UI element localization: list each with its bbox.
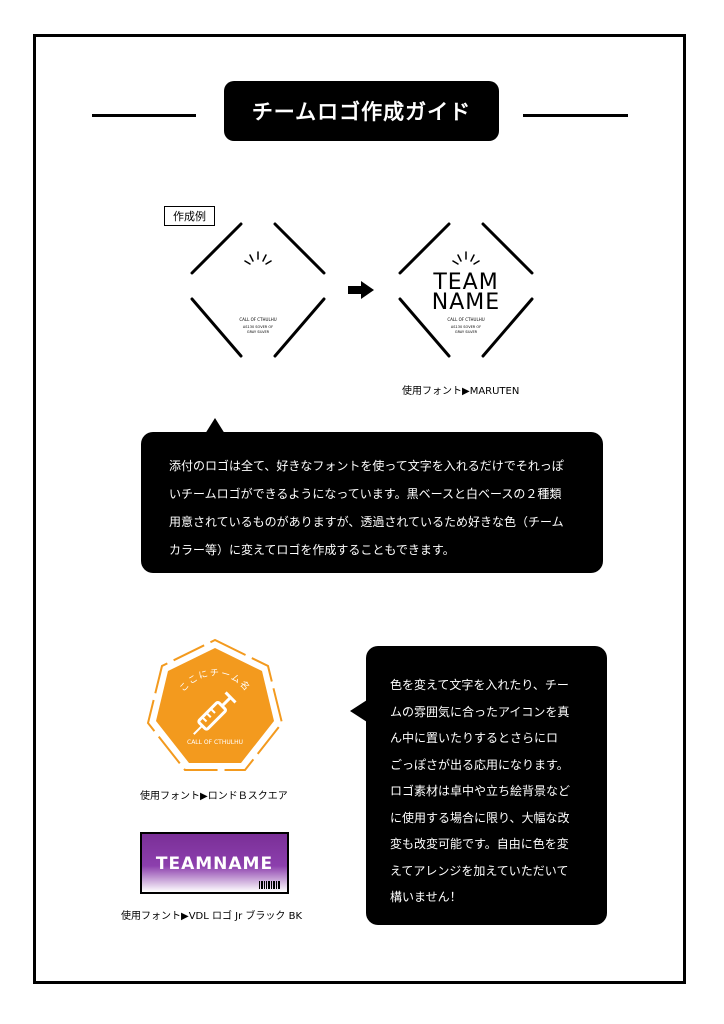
logo-small-text: CALL OF CTHULHU <box>239 317 276 322</box>
example-tag: 作成例 <box>164 206 215 226</box>
rondo-font-caption: 使用フォント▶ロンドＢスクエア <box>140 791 288 802</box>
orange-heptagon-logo: ここにチーム名 CALL OF CTHULHU <box>146 638 284 771</box>
page-title: チームロゴ作成ガイド <box>224 81 499 141</box>
bubble2-line: に使用する場合に限り、大幅な改 <box>390 810 570 825</box>
purple-logo-name: TEAMNAME <box>155 854 274 874</box>
team-logo-diamond: TEAM NAME CALL OF CTHULHU AS130 SOVER OF… <box>398 222 534 358</box>
bubble2-line: えてアレンジを加えていただいて <box>390 863 569 878</box>
maruten-font-caption: 使用フォント▶MARUTEN <box>402 386 520 397</box>
bubble1-line: 用意されているものがありますが、透過されているため好きな色（チーム <box>169 515 564 529</box>
title-left-rule <box>92 114 196 117</box>
bubble1-line: 添付のロゴは全て、好きなフォントを使って文字を入れるだけでそれっぽ <box>169 459 564 473</box>
page-frame <box>33 34 686 984</box>
sparkle-icon <box>452 251 480 265</box>
logo-small-text: GRAY SILVER <box>455 330 478 334</box>
bubble1-line: カラー等）に変えてロゴを作成することもできます。 <box>169 543 455 557</box>
right-arrow-icon <box>348 281 374 299</box>
bubble2-line: ん中に置いたりするとさらにロ <box>390 731 559 745</box>
bubble2-line: ロゴ素材は卓中や立ち絵背景など <box>390 784 571 798</box>
bubble2-line: 変も改変可能です。自由に色を変 <box>390 837 569 851</box>
logo-small-text: AS130 SOVER OF <box>243 325 273 329</box>
vdl-font-caption: 使用フォント▶VDL ロゴ Jr ブラック BK <box>121 911 302 922</box>
blank-logo-diamond: CALL OF CTHULHU AS130 SOVER OF GRAY SILV… <box>190 222 326 358</box>
bubble2-tail <box>350 700 367 722</box>
bubble2-line: 色を変えて文字を入れたり、チー <box>390 678 569 692</box>
bubble2-line: ムの雰囲気に合ったアイコンを真 <box>390 704 570 719</box>
logo-small-text: GRAY SILVER <box>247 330 270 334</box>
team-name-line1: TEAM <box>432 270 498 295</box>
logo-small-text: AS130 SOVER OF <box>451 325 481 329</box>
title-right-rule <box>523 114 628 117</box>
sparkle-icon <box>244 251 272 265</box>
bubble2-line: ごっぽさが出る応用になります。 <box>390 757 569 772</box>
bubble2-line: 構いません！ <box>390 890 462 904</box>
advanced-usage-bubble: 色を変えて文字を入れたり、チー ムの雰囲気に合ったアイコンを真 ん中に置いたりす… <box>366 646 607 925</box>
logo-small-text: CALL OF CTHULHU <box>447 317 484 322</box>
syringe-icon <box>193 691 237 735</box>
bubble1-line: いチームロゴができるようになっています。黒ベースと白ベースの２種類 <box>169 487 562 501</box>
barcode-icon <box>259 881 280 889</box>
explanation-bubble: 添付のロゴは全て、好きなフォントを使って文字を入れるだけでそれっぽ いチームロゴ… <box>141 432 603 573</box>
bubble1-tail <box>205 418 225 434</box>
logo-bottom-text: CALL OF CTHULHU <box>187 739 243 746</box>
purple-teamname-logo: TEAMNAME <box>140 832 289 894</box>
team-name-line2: NAME <box>432 290 500 315</box>
